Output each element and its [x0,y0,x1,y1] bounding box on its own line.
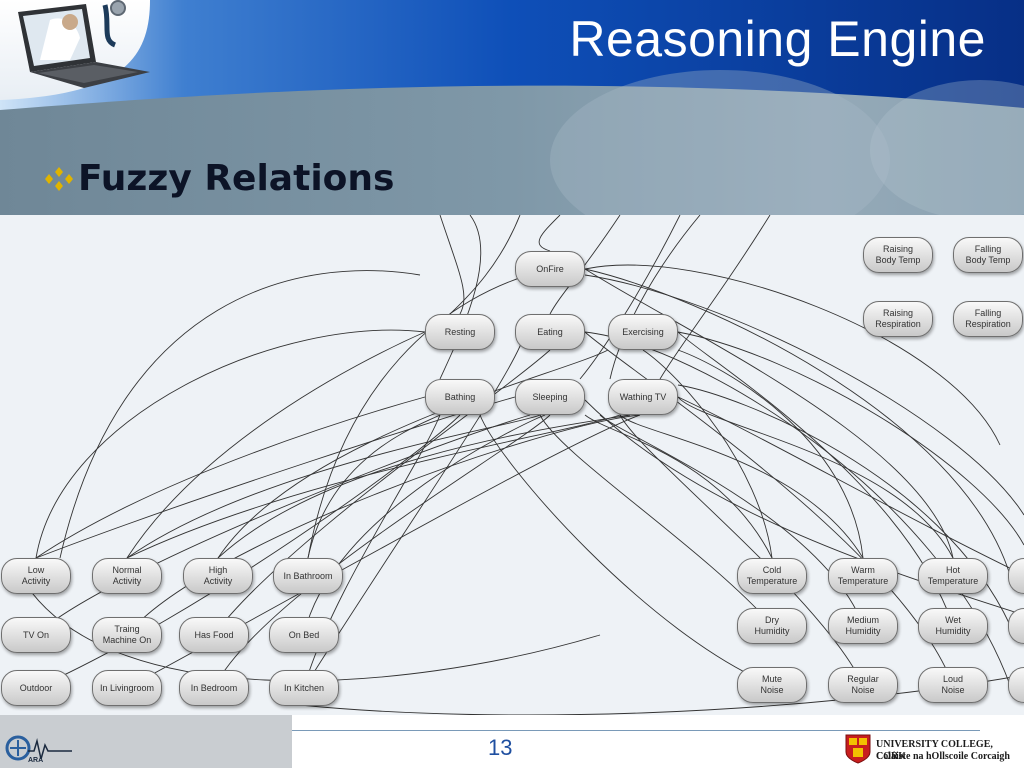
node-regular-noise[interactable]: Regular Noise [828,667,898,703]
footer-divider [292,730,980,731]
relation-edge [479,414,773,686]
footer-gray-panel [0,715,292,768]
relation-edge [307,268,551,559]
relation-edge [126,331,426,559]
node-outdoor[interactable]: Outdoor [1,670,71,706]
relation-edge [584,268,954,559]
relation-edge [584,264,1001,446]
relation-edge [35,396,426,559]
node-bathing[interactable]: Bathing [425,379,495,415]
relation-edge [539,414,773,626]
relation-edge [439,215,482,380]
bullet-heading: Fuzzy Relations [44,158,394,199]
node-in-kitchen[interactable]: In Kitchen [269,670,339,706]
node-falling-body-temp[interactable]: Falling Body Temp [953,237,1023,273]
relation-edge [217,414,631,559]
slide-subtitle: Fuzzy Relations [78,158,395,199]
node-hot-temperature[interactable]: Hot Temperature [918,558,988,594]
relation-edge [619,414,864,686]
diamond-bullet-icon [45,166,73,191]
relation-edge [217,349,609,559]
relation-edge [35,329,426,559]
node-sleeping[interactable]: Sleeping [515,379,585,415]
relation-edge [307,414,441,559]
university-name: UNIVERSITY COLLEGE, CORK [876,739,993,762]
node-falling-respiration[interactable]: Falling Respiration [953,301,1023,337]
laptop-doctor-illustration [18,0,150,88]
node-onfire[interactable]: OnFire [515,251,585,287]
relation-edge [439,215,465,315]
relation-edge [59,270,421,559]
relation-edge [35,396,516,559]
relation-edge [126,414,541,559]
cara-logo-icon: ARA [5,735,72,764]
slide-title: Reasoning Engine [569,11,986,67]
ucc-crest-icon [845,734,871,764]
node-medium-humidity[interactable]: Medium Humidity [828,608,898,644]
node-tv-on[interactable]: TV On [1,617,71,653]
node-eating[interactable]: Eating [515,314,585,350]
relation-edges [19,215,1024,715]
university-name-irish: Coláiste na hOllscoile Corcaigh [876,751,1010,762]
relation-edge [677,331,954,626]
node-resting[interactable]: Resting [425,314,495,350]
node-cold-temperature[interactable]: Cold Temperature [737,558,807,594]
relation-edge [659,215,771,380]
node-in-livingroom[interactable]: In Livingroom [92,670,162,706]
node-loud-noise[interactable]: Loud Noise [918,667,988,703]
slide-header: Reasoning Engine Fuzzy Relations [0,0,1024,215]
relation-edge [584,414,773,559]
node-traing-machine-on[interactable]: Traing Machine On [92,617,162,653]
node-dry-humidity[interactable]: Dry Humidity [737,608,807,644]
relation-edge [35,414,461,689]
relation-edge [126,414,641,636]
relation-edge [677,349,864,559]
relation-edge [584,268,1011,576]
relation-edge [677,396,954,559]
node-high-activity[interactable]: High Activity [183,558,253,594]
relation-edge [677,396,1024,576]
relation-edge [642,349,773,559]
node-raising-body-temp[interactable]: Raising Body Temp [863,237,933,273]
relation-edge [584,399,1024,616]
fuzzy-relations-diagram: OnFire Resting Eating Exercising Bathing… [0,215,1024,715]
relation-edge [677,331,1024,546]
header-background [0,0,1024,215]
relation-edge [299,674,1024,715]
relation-edge [609,215,701,380]
slide-footer: ARA 13 UNIVERSITY COLLEGE, CORK Coláiste… [0,715,1024,768]
node-raising-respiration[interactable]: Raising Respiration [863,301,933,337]
relation-edge [303,331,526,689]
node-on-bed[interactable]: On Bed [269,617,339,653]
relation-edge [584,274,1024,516]
node-wathing-tv[interactable]: Wathing TV [608,379,678,415]
relation-edge [213,349,551,636]
node-wet-humidity[interactable]: Wet Humidity [918,608,988,644]
node-mute-noise[interactable]: Mute Noise [737,667,807,703]
node-exercising[interactable]: Exercising [608,314,678,350]
node-has-food[interactable]: Has Food [179,617,249,653]
node-warm-temperature[interactable]: Warm Temperature [828,558,898,594]
node-normal-activity[interactable]: Normal Activity [92,558,162,594]
relation-edge [449,215,521,315]
relation-edge [213,414,551,689]
page-number: 13 [488,735,513,760]
node-in-bathroom[interactable]: In Bathroom [273,558,343,594]
node-in-bedroom[interactable]: In Bedroom [179,670,249,706]
svg-text:ARA: ARA [28,757,43,764]
relation-edge [538,215,561,252]
relation-edge [619,414,864,559]
node-low-activity[interactable]: Low Activity [1,558,71,594]
